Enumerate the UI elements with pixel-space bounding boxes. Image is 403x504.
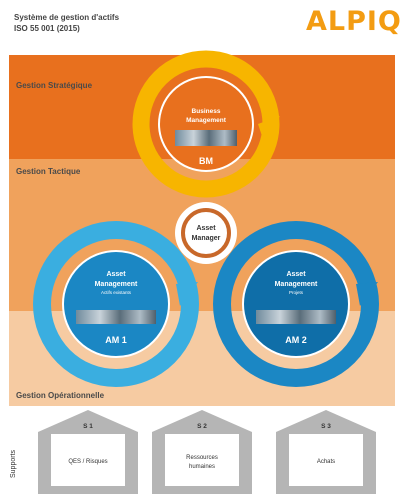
- am2-label-line2: Management: [275, 281, 318, 288]
- am2-abbreviation: AM 2: [285, 335, 307, 345]
- s1-house-body: [51, 434, 125, 486]
- am1-ring: [33, 221, 199, 387]
- s2-label-line2: humaines: [189, 464, 215, 470]
- am2-photo: [256, 310, 336, 324]
- support-house-s2: S 2 Ressources humaines: [152, 410, 252, 494]
- am2-label-line1: Asset: [286, 271, 306, 278]
- am2-cycle: Asset Management Projets AM 2: [213, 221, 379, 387]
- am1-abbreviation: AM 1: [105, 335, 127, 345]
- asset-manager-line2: Manager: [192, 235, 221, 242]
- s2-house-body: [165, 434, 239, 486]
- s3-code: S 3: [321, 423, 331, 430]
- am2-ring: [213, 221, 379, 387]
- document-title: Système de gestion d'actifs ISO 55 001 (…: [14, 12, 119, 34]
- am1-label-line2: Management: [95, 281, 138, 288]
- am1-cycle: Asset Management Actifs existants AM 1: [33, 221, 199, 387]
- alpiq-logo: ALPIQ: [306, 6, 402, 37]
- bm-arrowhead: [258, 116, 280, 142]
- support-house-s3: S 3 Achats: [276, 410, 376, 494]
- asset-manager-ring: [181, 208, 231, 258]
- s2-label-line1: Ressources: [186, 455, 218, 461]
- am1-arrowhead: [176, 282, 198, 306]
- asset-manager-cycle: Asset Manager: [175, 202, 237, 264]
- support-house-s1: S 1 QES / Risques: [38, 410, 138, 494]
- am2-sub-label: Projets: [289, 290, 304, 295]
- bm-photo: [175, 130, 237, 146]
- s3-label-line1: Achats: [317, 459, 335, 465]
- strategic-band-label: Gestion Stratégique: [16, 81, 93, 90]
- am1-inner-circle: [62, 250, 170, 358]
- bm-label-line2: Management: [186, 117, 227, 124]
- bm-abbreviation: BM: [199, 156, 213, 166]
- tactical-band-label: Gestion Tactique: [16, 167, 81, 176]
- am2-arrowhead: [356, 282, 378, 306]
- bm-inner-circle: [158, 76, 254, 172]
- title-line-2: ISO 55 001 (2015): [14, 24, 80, 33]
- s1-code: S 1: [83, 423, 93, 430]
- operational-band-label: Gestion Opérationnelle: [16, 391, 105, 400]
- bm-cycle: Business Management BM: [132, 50, 280, 198]
- asset-manager-line1: Asset: [196, 225, 216, 232]
- am1-label-line1: Asset: [106, 271, 126, 278]
- s1-label-line1: QES / Risques: [68, 459, 107, 465]
- s2-code: S 2: [197, 423, 207, 430]
- am1-sub-label: Actifs existants: [101, 290, 132, 295]
- supports-label: Supports: [10, 449, 17, 479]
- s3-house-body: [289, 434, 363, 486]
- bm-label-line1: Business: [192, 108, 221, 115]
- am2-inner-circle: [242, 250, 350, 358]
- am1-photo: [76, 310, 156, 324]
- title-line-1: Système de gestion d'actifs: [14, 13, 120, 22]
